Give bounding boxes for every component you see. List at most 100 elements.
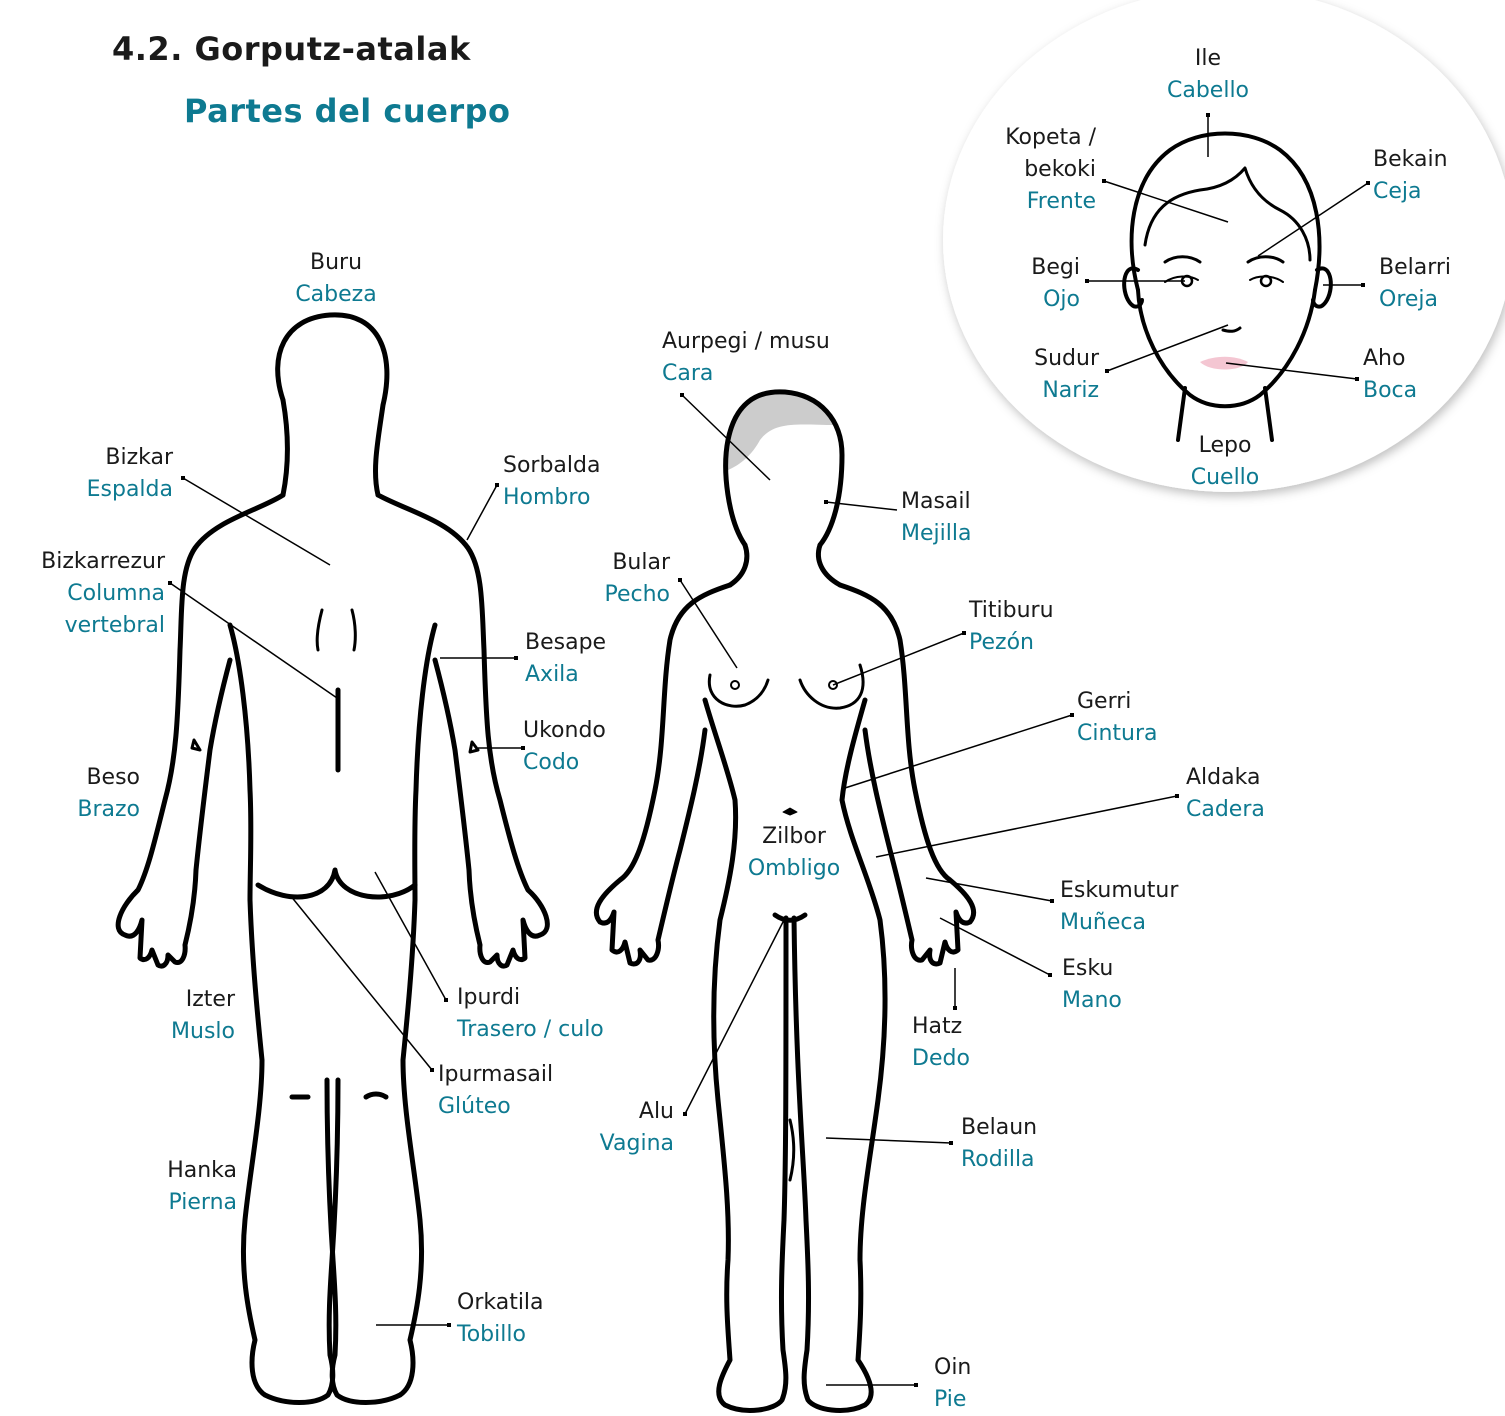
label-basque: Begi [980,252,1080,284]
label-eskumutur: Eskumutur Muñeca [1060,875,1178,939]
label-esku: Esku Mano [1062,953,1122,1017]
label-basque: Aurpegi / musu [662,326,830,358]
label-spanish: Muslo [135,1016,235,1048]
label-spanish: Pezón [969,627,1054,659]
label-spanish: Mano [1062,985,1122,1017]
label-hanka: Hanka Pierna [137,1155,237,1219]
label-basque: Alu [574,1096,674,1128]
label-basque: Buru [286,247,386,279]
label-spanish: Cintura [1077,718,1158,750]
label-bekain: Bekain Ceja [1373,144,1448,208]
label-bular: Bular Pecho [570,547,670,611]
label-alu: Alu Vagina [574,1096,674,1160]
label-begi: Begi Ojo [980,252,1080,316]
label-aurpegi: Aurpegi / musu Cara [662,326,830,390]
label-zilbor: Zilbor Ombligo [734,821,854,885]
label-spanish: Hombro [503,482,600,514]
label-spanish: Axila [525,659,606,691]
label-basque: Kopeta / [985,122,1096,154]
label-spanish: Dedo [912,1043,970,1075]
label-basque: Lepo [1165,430,1285,462]
label-oin: Oin Pie [934,1352,971,1416]
label-spanish: Ojo [980,284,1080,316]
label-basque: Sudur [999,343,1099,375]
label-basque: Sorbalda [503,450,600,482]
label-basque: Hanka [137,1155,237,1187]
label-basque: Orkatila [457,1287,544,1319]
label-gerri: Gerri Cintura [1077,686,1158,750]
label-spanish: Pierna [137,1187,237,1219]
label-spanish: Nariz [999,375,1099,407]
label-spanish: Codo [523,747,606,779]
label-aldaka: Aldaka Cadera [1186,762,1265,826]
label-lepo: Lepo Cuello [1165,430,1285,494]
label-basque: bekoki [985,154,1096,186]
label-belarri: Belarri Oreja [1379,252,1451,316]
label-basque: Bekain [1373,144,1448,176]
label-kopeta: Kopeta / bekoki Frente [985,122,1096,218]
label-basque: Aho [1363,343,1417,375]
label-spanish: Mejilla [901,518,971,550]
label-besape: Besape Axila [525,627,606,691]
label-spanish: Cuello [1165,462,1285,494]
label-basque: Oin [934,1352,971,1384]
label-basque: Eskumutur [1060,875,1178,907]
label-sorbalda: Sorbalda Hombro [503,450,600,514]
label-ipurdi: Ipurdi Trasero / culo [457,982,604,1046]
label-spanish: Columna [10,578,165,610]
label-hatz: Hatz Dedo [912,1011,970,1075]
label-beso: Beso Brazo [40,762,140,826]
label-basque: Beso [40,762,140,794]
label-spanish: Glúteo [438,1091,553,1123]
label-bizkarrezur: Bizkarrezur Columna vertebral [10,546,165,642]
label-izter: Izter Muslo [135,984,235,1048]
label-spanish: Boca [1363,375,1417,407]
label-masail: Masail Mejilla [901,486,971,550]
label-belaun: Belaun Rodilla [961,1112,1037,1176]
label-basque: Ile [1148,43,1268,75]
label-basque: Zilbor [734,821,854,853]
label-basque: Aldaka [1186,762,1265,794]
label-spanish: Rodilla [961,1144,1037,1176]
title-basque: 4.2. Gorputz-atalak [112,30,471,68]
label-spanish: Vagina [574,1128,674,1160]
label-buru: Buru Cabeza [286,247,386,311]
label-bizkar: Bizkar Espalda [60,442,173,506]
label-spanish: Cabello [1148,75,1268,107]
label-basque: Masail [901,486,971,518]
label-spanish: Pie [934,1384,971,1416]
label-basque: Ukondo [523,715,606,747]
label-basque: Hatz [912,1011,970,1043]
label-spanish: Trasero / culo [457,1014,604,1046]
label-spanish: Tobillo [457,1319,544,1351]
label-ile: Ile Cabello [1148,43,1268,107]
label-basque: Esku [1062,953,1122,985]
label-spanish: Ombligo [734,853,854,885]
label-basque: Bular [570,547,670,579]
label-orkatila: Orkatila Tobillo [457,1287,544,1351]
label-spanish: Oreja [1379,284,1451,316]
label-spanish: Frente [985,186,1096,218]
label-aho: Aho Boca [1363,343,1417,407]
label-spanish: Pecho [570,579,670,611]
label-spanish: vertebral [10,610,165,642]
label-basque: Izter [135,984,235,1016]
label-ukondo: Ukondo Codo [523,715,606,779]
label-spanish: Ceja [1373,176,1448,208]
label-spanish: Espalda [60,474,173,506]
label-basque: Bizkar [60,442,173,474]
label-titiburu: Titiburu Pezón [969,595,1054,659]
label-basque: Ipurdi [457,982,604,1014]
label-spanish: Cabeza [286,279,386,311]
label-basque: Belaun [961,1112,1037,1144]
label-basque: Besape [525,627,606,659]
label-spanish: Muñeca [1060,907,1178,939]
label-ipurmasail: Ipurmasail Glúteo [438,1059,553,1123]
label-basque: Bizkarrezur [10,546,165,578]
label-spanish: Cadera [1186,794,1265,826]
label-spanish: Brazo [40,794,140,826]
title-spanish: Partes del cuerpo [184,92,511,130]
label-basque: Ipurmasail [438,1059,553,1091]
label-spanish: Cara [662,358,830,390]
label-basque: Titiburu [969,595,1054,627]
